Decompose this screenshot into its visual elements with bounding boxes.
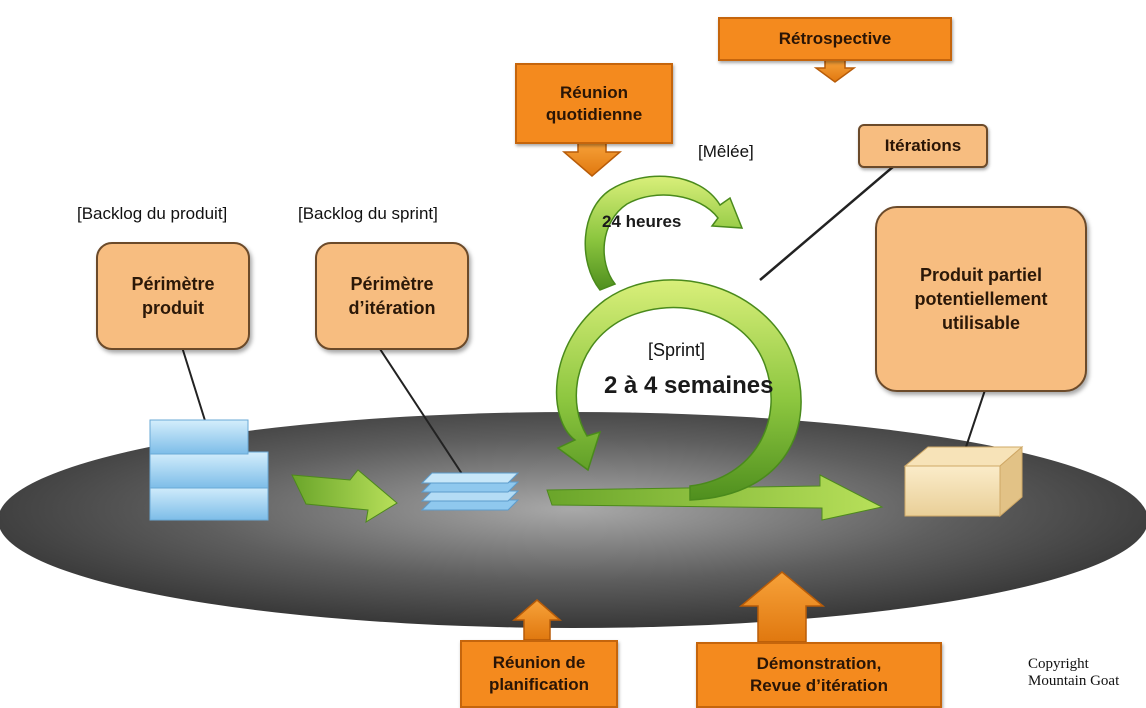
sprint-backlog-blocks <box>420 472 520 511</box>
copyright-line2: Mountain Goat <box>1028 673 1120 689</box>
twentyfour-hours-label: 24 heures <box>602 212 682 231</box>
partial-product-line2: potentiellement <box>914 289 1048 309</box>
perimeter-iteration-box: Périmètre d’itération <box>315 242 469 350</box>
sprint-label: [Sprint] <box>648 340 706 360</box>
demo-review-label: Démonstration, Revue d’itération <box>696 642 942 708</box>
planning-meeting-line2: planification <box>488 675 590 694</box>
shipping-box <box>903 445 1024 518</box>
partial-product-line3: utilisable <box>941 313 1021 333</box>
perimeter-product-line2: produit <box>142 298 204 318</box>
demo-review-line2: Revue d’itération <box>750 676 888 695</box>
backlog-flow-arrow <box>291 469 398 523</box>
perimeter-product-line1: Périmètre <box>131 274 215 294</box>
backlog-product-label: [Backlog du produit] <box>77 204 228 223</box>
daily-loop-arrow <box>584 175 744 291</box>
connector-iterations <box>759 165 895 281</box>
demo-review-line1: Démonstration, <box>756 654 882 673</box>
iterations-label: Itérations <box>858 124 988 168</box>
perimeter-iteration-line2: d’itération <box>348 298 436 318</box>
daily-meeting-arrow <box>561 141 623 177</box>
melee-label: [Mêlée] <box>698 142 754 161</box>
perimeter-product-box: Périmètre produit <box>96 242 250 350</box>
backlog-sprint-label: [Backlog du sprint] <box>298 204 438 223</box>
daily-meeting-line1: Réunion <box>560 82 628 102</box>
connector-product <box>181 346 208 428</box>
product-backlog-blocks <box>149 419 269 521</box>
planning-meeting-line1: Réunion de <box>492 653 586 672</box>
sprint-duration-label: 2 à 4 semaines <box>604 372 774 399</box>
sprint-loop-arrow <box>555 279 802 501</box>
partial-product-line1: Produit partiel <box>919 265 1042 285</box>
connector-iteration <box>377 345 469 484</box>
platform-ellipse <box>0 412 1146 628</box>
perimeter-iteration-line1: Périmètre <box>350 274 434 294</box>
copyright-line1: Copyright <box>1028 656 1089 672</box>
retrospective-text: Rétrospective <box>778 29 892 48</box>
planning-meeting-label: Réunion de planification <box>460 640 618 708</box>
daily-meeting-label: Réunion quotidienne <box>515 63 673 144</box>
daily-meeting-line2: quotidienne <box>545 104 643 124</box>
retrospective-arrow <box>813 59 857 83</box>
iterations-text: Itérations <box>884 136 962 155</box>
connector-partial-product <box>962 389 986 457</box>
retrospective-label: Rétrospective <box>718 17 952 61</box>
partial-product-box: Produit partiel potentiellement utilisab… <box>875 206 1087 392</box>
